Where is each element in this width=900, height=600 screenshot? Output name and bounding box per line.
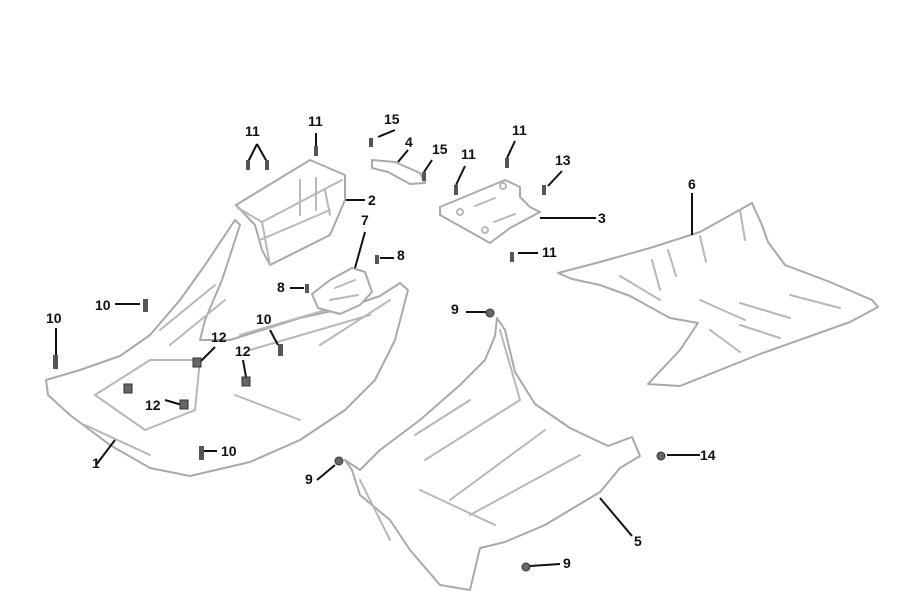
part-4-bracket [371,159,426,185]
callout-15: 15 [432,141,448,157]
screw-11-icon [454,185,458,195]
callout-9: 9 [305,471,313,487]
callout-10: 10 [95,297,111,313]
clip-nut-12-icon [123,383,133,394]
screw-11-icon [510,252,514,262]
screw-15-icon [369,138,373,147]
screw-11-icon [246,160,250,170]
callout-5: 5 [634,533,642,549]
callout-4: 4 [405,134,413,150]
callout-13: 13 [555,152,571,168]
clip-nut-12-icon [241,376,251,387]
screw-11-icon [314,146,318,156]
callout-10: 10 [46,310,62,326]
clip-nut-12-icon [179,399,189,410]
clip-nut-12-icon [192,357,202,368]
fasteners [53,138,666,572]
callout-10: 10 [221,443,237,459]
callout-14: 14 [700,447,716,463]
bolt-10-icon [199,446,204,460]
callout-8: 8 [277,279,285,295]
part-7-mount-bracket [311,267,373,315]
part-5-under-cover [344,317,641,591]
bolt-10-icon [278,344,283,356]
screw-11-icon [265,160,269,170]
callout-11: 11 [245,123,260,139]
screw-8-icon [375,255,379,264]
bolt-14-icon [656,451,666,461]
screw-15-icon [422,172,426,181]
callout-7: 7 [361,212,369,228]
nut-9-icon [521,562,531,572]
callout-12: 12 [211,329,227,345]
bolt-10-icon [53,355,58,369]
callout-9: 9 [451,301,459,317]
screw-8-icon [305,284,309,293]
callout-12: 12 [235,343,251,359]
callout-11: 11 [512,122,527,138]
nut-9-icon [485,308,495,318]
callout-11: 11 [308,113,323,129]
callout-11: 11 [461,146,476,162]
part-6-floor-mat [557,202,879,387]
callout-10: 10 [256,311,272,327]
callout-3: 3 [598,210,606,226]
part-3-battery-cover [439,179,541,244]
callout-15: 15 [384,111,400,127]
callout-6: 6 [688,176,696,192]
part-2-battery-box [235,159,346,266]
callout-2: 2 [368,192,376,208]
screw-13-icon [542,185,546,195]
nut-9-icon [334,456,344,466]
callout-1: 1 [92,455,100,471]
callout-11: 11 [542,244,557,260]
callout-labels: 1 2 3 4 5 6 7 8 8 9 9 9 10 10 10 10 11 1… [46,111,716,571]
screw-11-icon [505,158,509,168]
callout-9: 9 [563,555,571,571]
part-1-floor-panel [45,219,409,477]
leader-lines [55,129,700,567]
callout-12: 12 [145,397,161,413]
bolt-10-icon [143,299,148,312]
callout-8: 8 [397,247,405,263]
